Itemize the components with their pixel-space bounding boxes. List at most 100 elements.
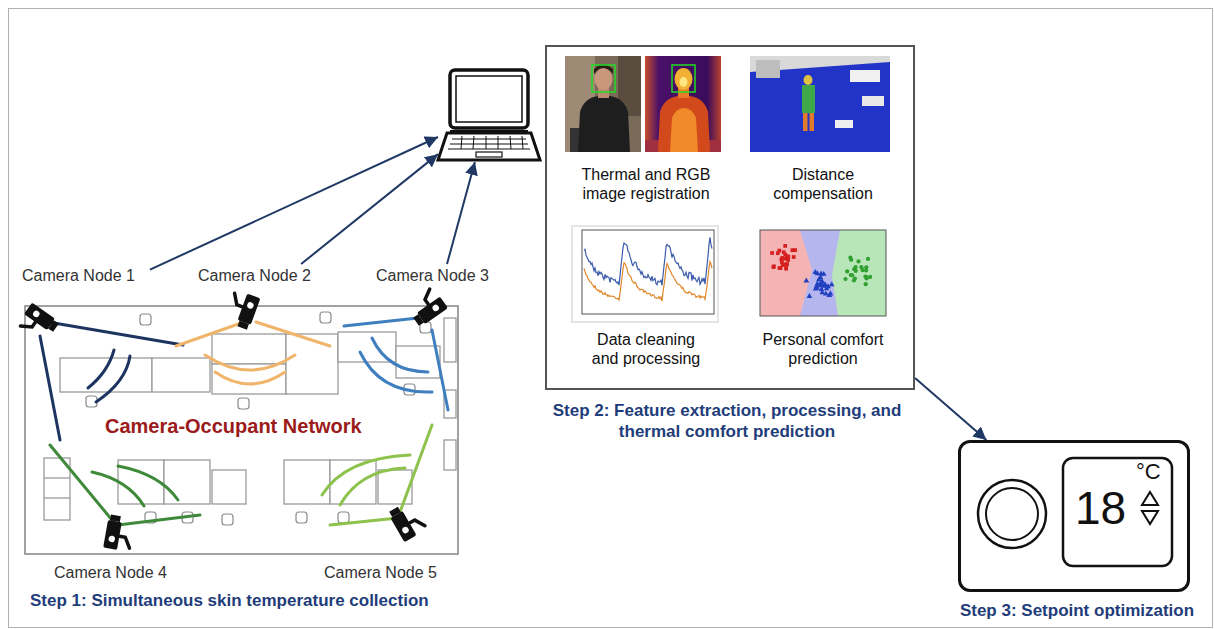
data-point — [785, 262, 789, 266]
desk — [44, 458, 70, 520]
data-point — [791, 248, 795, 252]
data-point — [772, 265, 776, 269]
desk — [44, 497, 70, 498]
arrow-connector — [915, 378, 986, 440]
depth-image — [804, 75, 813, 85]
camera-view — [40, 318, 448, 525]
classifier-plot — [760, 230, 886, 316]
camera-icon — [17, 287, 448, 552]
step-heading: Step 2: Feature extraction, processing, … — [527, 400, 927, 443]
signal-plot — [572, 226, 718, 322]
data-point — [818, 282, 824, 287]
laptop-icon — [438, 133, 540, 160]
camera-view — [205, 355, 295, 370]
depth-image — [803, 113, 808, 131]
depth-image — [810, 113, 815, 131]
depth-image — [835, 120, 853, 128]
data-point — [853, 276, 857, 280]
rgb-photo — [578, 96, 630, 152]
classifier-plot — [760, 230, 886, 316]
step-heading: Step 1: Simultaneous skin temperature co… — [30, 591, 429, 611]
camera-icon — [405, 287, 448, 328]
signal-plot — [572, 226, 718, 322]
laptop-icon — [476, 152, 502, 157]
depth-image — [850, 70, 880, 82]
camera-view — [322, 425, 432, 525]
laptop-node — [438, 66, 538, 162]
camera-icon — [224, 290, 260, 331]
camera-view — [96, 356, 130, 402]
panel-caption: Data cleaning and processing — [586, 330, 706, 368]
chair — [86, 312, 431, 525]
thermostat-face — [978, 480, 1046, 548]
chair — [140, 314, 151, 325]
desk — [284, 460, 330, 504]
thermostat-face — [1142, 492, 1158, 505]
classifier-plot — [760, 230, 812, 316]
camera-icon — [17, 303, 60, 344]
data-point — [850, 273, 854, 277]
depth-image — [750, 56, 890, 152]
rgb-photo — [592, 65, 615, 92]
camera-view — [330, 518, 398, 525]
desk — [286, 334, 338, 394]
data-point — [772, 264, 776, 268]
rgb-photo — [595, 68, 613, 90]
thermal-photo — [658, 96, 710, 152]
camera-view — [118, 515, 200, 525]
data-point — [823, 291, 829, 296]
data-point — [807, 293, 813, 298]
camera-view — [360, 352, 432, 392]
data-point — [859, 265, 863, 269]
data-point — [786, 255, 790, 259]
chair — [320, 312, 331, 323]
data-point — [845, 269, 849, 273]
data-point — [864, 282, 868, 286]
step-heading: Step 3: Setpoint optimization — [945, 600, 1209, 621]
laptop-icon — [448, 139, 530, 149]
thermal-photo — [645, 56, 721, 152]
camera-view — [92, 472, 144, 506]
chair — [222, 514, 233, 525]
camera-label: Camera Node 2 — [198, 266, 311, 285]
thermostat-face — [1142, 511, 1158, 524]
chair — [296, 512, 307, 523]
thermostat-face — [1063, 458, 1172, 566]
depth-image — [750, 56, 890, 152]
laptop-icon — [450, 70, 528, 128]
laptop-icon — [456, 76, 522, 122]
arrow-connector — [301, 154, 438, 264]
signal-line — [584, 262, 712, 301]
camera-node: Camera Node 2 — [194, 264, 326, 330]
depth-image — [802, 85, 815, 113]
panel-caption: Personal comfort prediction — [748, 330, 898, 368]
desk — [378, 470, 412, 504]
camera-node: Camera Node 5 — [320, 500, 452, 587]
camera-view — [50, 445, 200, 525]
data-point — [782, 250, 786, 254]
step-panel: Step 2: Feature extraction, processing, … — [545, 45, 915, 390]
laptop-icon — [438, 70, 540, 160]
data-point — [818, 271, 824, 276]
camera-view — [322, 455, 410, 495]
desk — [444, 318, 456, 362]
depth-image — [862, 96, 884, 106]
camera-node: Camera Node 3 — [372, 264, 504, 330]
thermostat-face — [978, 458, 1172, 566]
image-panel: Thermal and RGB image registration — [560, 53, 732, 213]
camera-view — [256, 322, 330, 346]
arrow-connector — [150, 137, 438, 270]
data-point — [819, 278, 825, 283]
data-point — [829, 281, 835, 286]
camera-view — [344, 318, 448, 410]
classifier-plot — [752, 226, 890, 322]
thermal-photo — [680, 77, 688, 87]
classifier-plot — [770, 244, 872, 298]
signal-line — [584, 237, 712, 285]
data-point — [777, 249, 781, 253]
camera-view — [40, 336, 60, 440]
